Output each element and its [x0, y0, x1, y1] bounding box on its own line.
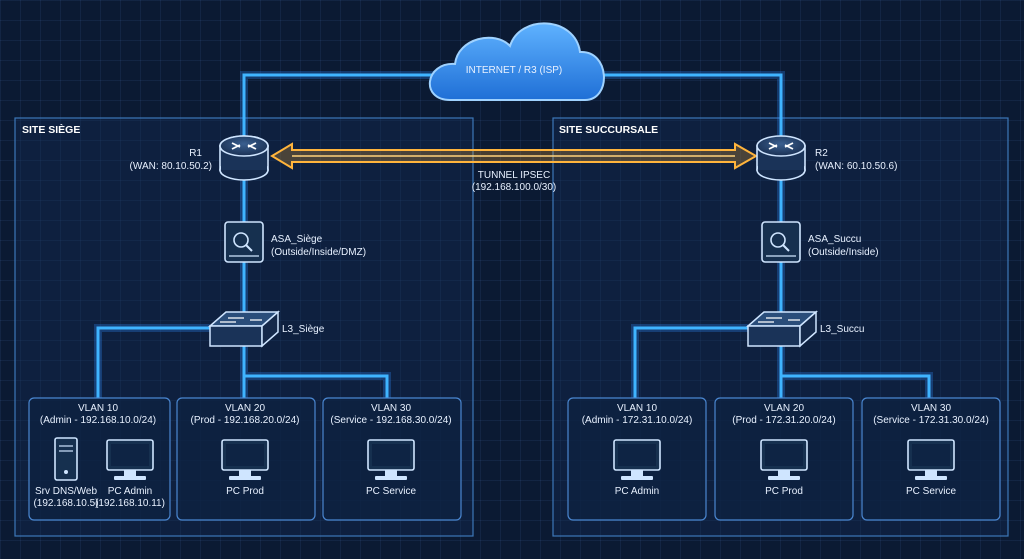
internet-cloud: INTERNET / R3 (ISP) — [429, 22, 605, 101]
asa-branch-zones: (Outside/Inside) — [808, 247, 879, 258]
vlan-hq-20-subnet: (Prod - 192.168.20.0/24) — [191, 415, 300, 426]
pc-prod-branch-icon — [760, 439, 808, 480]
pc-service-hq-icon — [367, 439, 415, 480]
vlan-branch-10-name: VLAN 10 — [617, 403, 657, 414]
vlan-hq-30-subnet: (Service - 192.168.30.0/24) — [330, 415, 451, 426]
tunnel-subnet: (192.168.100.0/30) — [472, 182, 557, 193]
pc-service-branch-icon — [907, 439, 955, 480]
vlan-box-hq-10 — [28, 397, 171, 521]
vlan-hq-30-name: VLAN 30 — [371, 403, 411, 414]
router-r2 — [756, 135, 806, 181]
site-branch-title: SITE SUCCURSALE — [559, 124, 658, 136]
magnifier-icon — [233, 232, 249, 248]
pc-admin-hq-icon — [106, 439, 154, 480]
switch-l3-branch — [746, 310, 818, 348]
hq-links — [94, 180, 391, 398]
pc-prod-hq-icon — [221, 439, 269, 480]
site-hq-title: SITE SIÈGE — [22, 123, 80, 136]
firewall-asa-branch — [761, 221, 801, 263]
router-arrows-icon — [231, 142, 257, 150]
vlan-branch-10-subnet: (Admin - 172.31.10.0/24) — [582, 415, 693, 426]
router-arrows-icon — [768, 142, 794, 150]
switch-l3-hq — [208, 310, 280, 348]
r1-wan: (WAN: 80.10.50.2) — [130, 161, 212, 172]
switch-arrows-icon — [220, 317, 262, 323]
server-ip: (192.168.10.5) — [33, 498, 98, 509]
r2-wan: (WAN: 60.10.50.6) — [815, 161, 897, 172]
cloud-label: INTERNET / R3 (ISP) — [466, 65, 563, 76]
vlan-hq-10-subnet: (Admin - 192.168.10.0/24) — [40, 415, 156, 426]
pc-prod-branch-name: PC Prod — [765, 486, 803, 497]
vlan-hq-20-name: VLAN 20 — [225, 403, 265, 414]
vlan-branch-30-name: VLAN 30 — [911, 403, 951, 414]
firewall-asa-hq — [224, 221, 264, 263]
server-icon — [54, 437, 78, 481]
switch-hq-name: L3_Siège — [282, 324, 325, 335]
pc-prod-hq-name: PC Prod — [226, 486, 264, 497]
pc-admin-branch-name: PC Admin — [615, 486, 659, 497]
pc-service-hq-name: PC Service — [366, 486, 416, 497]
asa-branch-name: ASA_Succu — [808, 234, 861, 245]
pc-service-branch-name: PC Service — [906, 486, 956, 497]
ipsec-tunnel — [270, 142, 759, 170]
pc-admin-hq-name: PC Admin — [108, 486, 152, 497]
switch-branch-name: L3_Succu — [820, 324, 864, 335]
magnifier-icon — [770, 232, 786, 248]
branch-links — [631, 180, 933, 398]
wan-links — [240, 71, 785, 142]
pc-admin-hq-ip: (192.168.10.11) — [95, 498, 165, 509]
switch-arrows-icon — [758, 317, 800, 323]
asa-hq-zones: (Outside/Inside/DMZ) — [271, 247, 366, 258]
r2-name: R2 — [815, 148, 828, 159]
tunnel-label: TUNNEL IPSEC — [478, 170, 550, 181]
vlan-hq-10-name: VLAN 10 — [78, 403, 118, 414]
vlan-branch-20-name: VLAN 20 — [764, 403, 804, 414]
router-r1 — [219, 135, 269, 181]
vlan-branch-30-subnet: (Service - 172.31.30.0/24) — [873, 415, 989, 426]
pc-admin-branch-icon — [613, 439, 661, 480]
asa-hq-name: ASA_Siège — [271, 234, 323, 245]
server-name: Srv DNS/Web — [35, 486, 97, 497]
r1-name: R1 — [189, 148, 202, 159]
vlan-branch-20-subnet: (Prod - 172.31.20.0/24) — [732, 415, 835, 426]
